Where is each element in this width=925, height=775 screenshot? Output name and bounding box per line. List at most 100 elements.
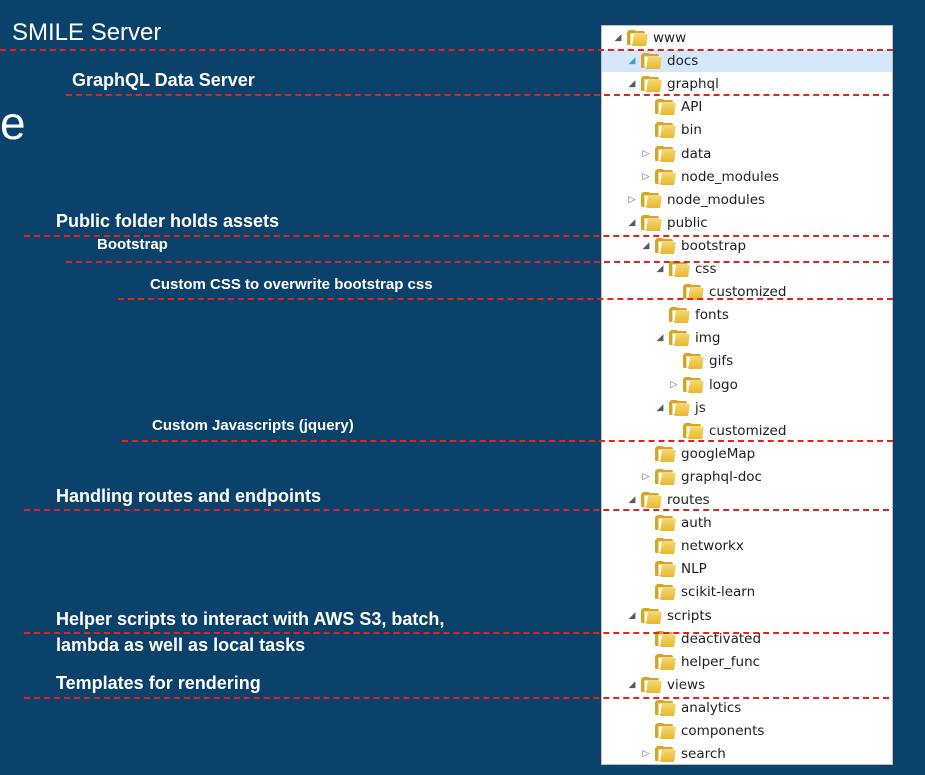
tree-item[interactable]: ▷ logo — [602, 374, 892, 396]
folder-icon — [641, 607, 662, 624]
tree-item-label: analytics — [681, 699, 742, 716]
tree-item-label: graphql — [667, 76, 719, 93]
triangle-down-icon[interactable]: ◢ — [628, 679, 636, 690]
annotation-templates: Templates for rendering — [56, 673, 261, 693]
tree-item[interactable]: API — [602, 96, 892, 118]
dash-line-smile-server — [0, 49, 893, 51]
annotation-routes: Handling routes and endpoints — [56, 486, 321, 506]
tree-item[interactable]: ▷node_modules — [602, 166, 892, 188]
tree-spacer — [640, 656, 652, 668]
annotation-graphql-data-server: GraphQL Data Server — [72, 70, 255, 90]
folder-icon — [669, 261, 690, 277]
tree-item[interactable]: ◢www — [602, 27, 892, 49]
tree-item[interactable]: analytics — [602, 697, 892, 719]
tree-item-label: NLP — [681, 561, 707, 578]
triangle-down-icon[interactable]: ◢ — [628, 217, 636, 228]
tree-item[interactable]: ◢ scripts — [602, 605, 892, 627]
tree-item-label: gifs — [709, 353, 734, 370]
tree-item[interactable]: deactivated — [602, 628, 892, 650]
triangle-down-icon[interactable]: ◢ — [656, 402, 664, 413]
folder-icon — [655, 468, 676, 485]
triangle-right-icon[interactable]: ▷ — [670, 379, 678, 390]
folder-icon — [655, 538, 676, 555]
triangle-down-icon[interactable]: ◢ — [628, 495, 636, 505]
folder-icon — [683, 284, 704, 301]
triangle-right-icon[interactable]: ▷ — [628, 194, 636, 205]
dash-line-templates — [24, 697, 889, 699]
tree-item[interactable]: ▷data — [602, 143, 892, 165]
triangle-down-icon[interactable]: ◢ — [628, 610, 636, 621]
dash-line-routes — [24, 509, 889, 511]
tree-item[interactable]: ◢docs — [602, 50, 892, 73]
tree-item[interactable]: ▷search — [602, 743, 892, 764]
folder-icon — [641, 492, 662, 508]
tree-item[interactable]: components — [602, 720, 892, 742]
annotation-public-folder: Public folder holds assets — [56, 211, 280, 231]
triangle-right-icon[interactable]: ▷ — [642, 148, 650, 159]
tree-spacer — [640, 448, 652, 460]
tree-item[interactable]: ◢views — [602, 674, 892, 696]
tree-item[interactable]: ◢img — [602, 327, 892, 349]
tree-item-label: bin — [681, 122, 702, 139]
annotation-helper-line-1: Helper scripts to interact with AWS S3, … — [56, 609, 445, 629]
tree-spacer — [640, 517, 652, 529]
tree-item-label: helper_func — [681, 653, 761, 670]
folder-icon — [655, 237, 676, 254]
dash-line-public — [24, 235, 889, 237]
tree-spacer — [640, 540, 652, 552]
tree-item[interactable]: customized — [602, 281, 892, 303]
tree-item[interactable]: ◢ graphql — [602, 73, 892, 95]
triangle-down-icon[interactable]: ◢ — [614, 33, 622, 43]
triangle-right-icon[interactable]: ▷ — [642, 171, 650, 182]
tree-spacer — [640, 725, 652, 737]
tree-spacer — [640, 586, 652, 598]
tree-item-label: components — [681, 723, 765, 739]
tree-item[interactable]: googleMap — [602, 443, 892, 465]
folder-icon — [655, 561, 676, 578]
tree-item-label: css — [695, 261, 717, 277]
tree-spacer — [668, 355, 680, 367]
tree-item[interactable]: scikit-learn — [602, 581, 892, 603]
triangle-down-icon[interactable]: ◢ — [656, 264, 664, 274]
folder-icon — [641, 676, 662, 693]
folder-icon — [683, 422, 704, 439]
tree-item[interactable]: helper_func — [602, 651, 892, 673]
tree-item[interactable]: ◢js — [602, 397, 892, 419]
tree-spacer — [640, 124, 652, 136]
tree-item-label: logo — [709, 376, 738, 393]
folder-icon — [683, 353, 704, 370]
tree-item[interactable]: ◢bootstrap — [602, 235, 892, 257]
tree-item-label: scripts — [667, 607, 712, 624]
tree-item[interactable]: ◢public — [602, 212, 892, 234]
dash-line-bootstrap — [66, 261, 889, 263]
tree-item[interactable]: ◢ css — [602, 258, 892, 280]
folder-icon — [655, 168, 676, 185]
folder-icon — [655, 515, 676, 532]
dash-line-custom-css — [118, 298, 893, 300]
tree-spacer — [640, 101, 652, 113]
triangle-down-icon[interactable]: ◢ — [656, 333, 664, 344]
tree-item[interactable]: customized — [602, 420, 892, 442]
triangle-right-icon[interactable]: ▷ — [642, 471, 650, 482]
folder-icon — [655, 746, 676, 763]
tree-item[interactable]: networkx — [602, 535, 892, 557]
tree-item[interactable]: bin — [602, 119, 892, 141]
tree-item[interactable]: fonts — [602, 304, 892, 326]
tree-spacer — [640, 702, 652, 714]
tree-item[interactable]: ◢routes — [602, 489, 892, 511]
folder-icon — [655, 445, 676, 462]
tree-item-label: node_modules — [667, 191, 766, 208]
dash-line-helper — [24, 632, 889, 634]
folder-icon — [655, 99, 676, 116]
tree-item[interactable]: NLP — [602, 558, 892, 580]
tree-item[interactable]: ▷ node_modules — [602, 189, 892, 211]
triangle-right-icon[interactable]: ▷ — [642, 749, 650, 760]
tree-spacer — [640, 633, 652, 645]
triangle-down-icon[interactable]: ◢ — [628, 79, 636, 90]
tree-item[interactable]: ▷graphql-doc — [602, 466, 892, 488]
tree-item-label: googleMap — [681, 445, 756, 462]
triangle-down-icon[interactable]: ◢ — [642, 240, 650, 251]
tree-item[interactable]: auth — [602, 512, 892, 534]
tree-item[interactable]: gifs — [602, 350, 892, 372]
